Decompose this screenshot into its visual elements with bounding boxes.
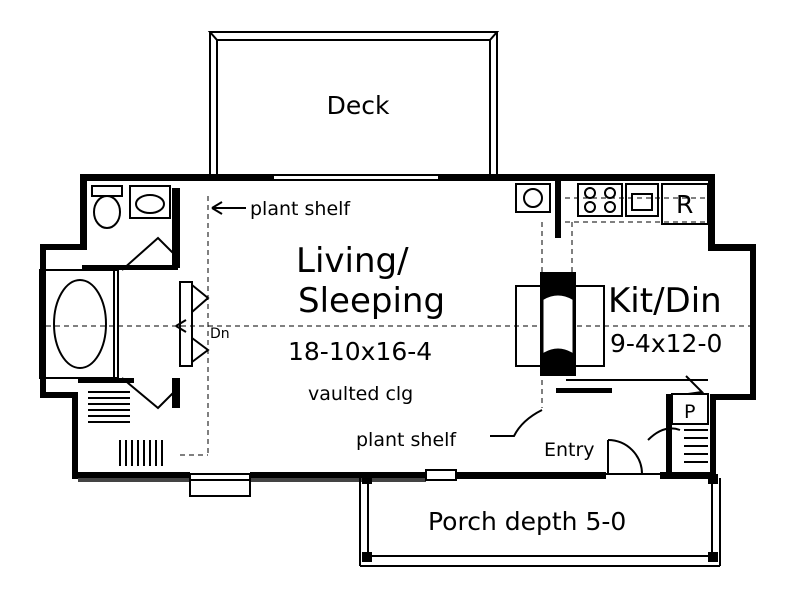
dishwasher-icon [523,188,543,208]
toilet-tank [91,185,123,197]
kitchen-dimensions: 9-4x12-0 [610,329,722,358]
sink-counter [129,185,171,219]
living-label-line2: Sleeping [298,281,445,321]
front-windows [189,469,457,497]
entry-stair [684,429,708,463]
deck-label: Deck [327,91,390,120]
bathroom [39,185,210,466]
entry-label: Entry [544,439,595,461]
down-label: Dn [210,326,230,342]
bath-door-swing [121,236,179,271]
sink-icon [135,194,165,214]
kitchen-dining-label: Kit/Din [608,281,722,321]
burner-icon [584,201,596,213]
entry-door [606,439,660,475]
closet-door-swing [121,377,179,410]
deck [207,31,500,178]
burner-icon [604,187,616,199]
living-label-line1: Living/ [296,241,409,281]
dishwasher [515,183,551,213]
arrow-left-icon [211,201,223,215]
arrow-left-icon [175,319,187,333]
range [577,183,623,217]
refrigerator-label: R [676,190,693,219]
kitchen [515,180,709,474]
labels: Deck plant shelf Living/ Sleeping 18-10x… [210,91,722,536]
living-dimensions: 18-10x16-4 [288,337,432,366]
plant-shelf-top-label: plant shelf [250,198,351,220]
pantry-label: P [684,401,695,423]
porch-label: Porch depth 5-0 [428,507,626,536]
tub-basin-icon [53,279,107,369]
porch [359,474,721,567]
burner-icon [604,201,616,213]
plant-shelf-bottom-label: plant shelf [356,429,457,451]
refrigerator [661,183,709,225]
stair-treads [119,440,163,466]
fireplace [515,272,605,376]
leader-lines [175,201,543,437]
vaulted-ceiling-label: vaulted clg [308,383,413,405]
kitchen-sink [625,183,659,217]
burner-icon [584,187,596,199]
toilet-bowl-icon [93,195,121,229]
foundation-hatch [78,478,426,482]
kitchen-sink-icon [631,193,653,211]
